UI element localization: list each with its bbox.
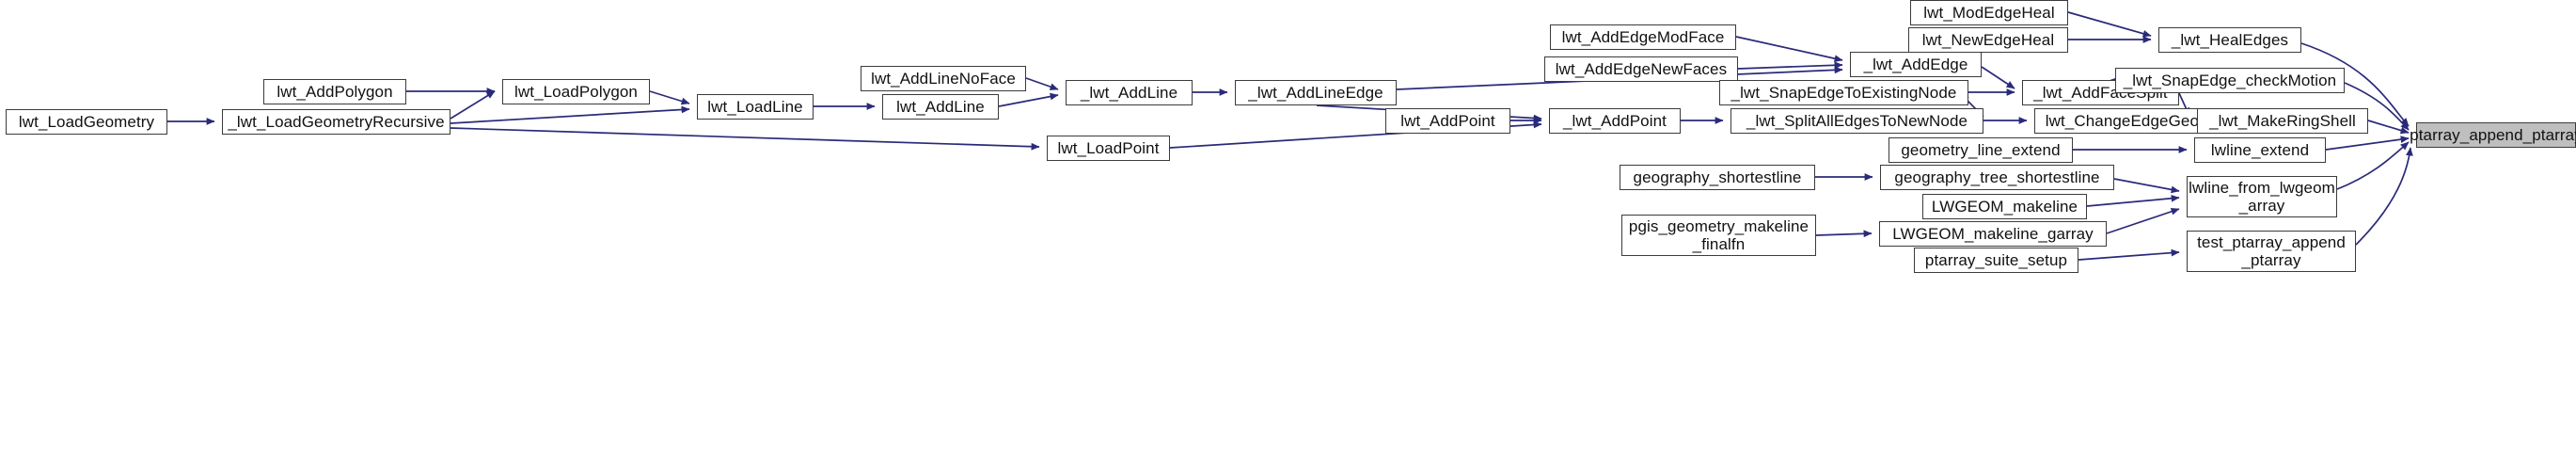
graph-node-label: _lwt_MakeRingShell xyxy=(2209,111,2356,130)
graph-node-label: lwt_LoadPoint xyxy=(1057,138,1160,157)
graph-node[interactable]: geometry_line_extend xyxy=(1889,137,2073,163)
graph-node[interactable]: _lwt_SnapEdgeToExistingNode xyxy=(1719,80,1968,105)
graph-node[interactable]: lwt_AddEdgeModFace xyxy=(1550,24,1736,50)
graph-node[interactable]: _lwt_AddLineEdge xyxy=(1235,80,1397,105)
graph-node[interactable]: geography_tree_shortestline xyxy=(1880,165,2114,190)
graph-node-label: lwt_AddEdgeModFace xyxy=(1561,27,1725,46)
graph-node[interactable]: LWGEOM_makeline xyxy=(1922,194,2087,219)
graph-node[interactable]: lwt_AddPolygon xyxy=(263,79,406,104)
graph-node[interactable]: lwt_ChangeEdgeGeom xyxy=(2034,108,2223,134)
graph-node-label: LWGEOM_makeline_garray xyxy=(1892,224,2094,243)
graph-node[interactable]: _lwt_HealEdges xyxy=(2158,27,2301,53)
graph-node-label: _lwt_HealEdges xyxy=(2171,30,2289,49)
graph-node-label: lwt_AddLineNoFace xyxy=(871,69,1016,88)
graph-node[interactable]: _lwt_SnapEdge_checkMotion xyxy=(2115,68,2345,93)
graph-node[interactable]: LWGEOM_makeline_garray xyxy=(1879,221,2107,247)
graph-node[interactable]: _lwt_AddPoint xyxy=(1549,108,1681,134)
graph-node-label: ptarray_suite_setup xyxy=(1924,250,2068,269)
graph-node[interactable]: ptarray_suite_setup xyxy=(1914,248,2078,273)
graph-node[interactable]: _lwt_AddLine xyxy=(1066,80,1193,105)
graph-node[interactable]: _lwt_SplitAllEdgesToNewNode xyxy=(1731,108,1983,134)
graph-node-label: lwt_LoadGeometry xyxy=(18,112,155,131)
graph-node-label: lwt_AddPolygon xyxy=(277,82,393,101)
graph-node-label: test_ptarray_append _ptarray xyxy=(2197,232,2346,269)
graph-node-label: lwt_ModEdgeHeal xyxy=(1923,3,2055,22)
graph-node-label: lwt_AddLine xyxy=(896,97,985,116)
graph-node-label: lwline_extend xyxy=(2210,140,2310,159)
graph-node-label: lwt_LoadPolygon xyxy=(514,82,638,101)
graph-node-label: _lwt_LoadGeometryRecursive xyxy=(228,112,445,131)
graph-node[interactable]: _lwt_MakeRingShell xyxy=(2197,108,2368,134)
graph-node-label: _lwt_AddEdge xyxy=(1863,55,1968,73)
graph-node[interactable]: lwt_LoadGeometry xyxy=(6,109,167,135)
graph-node[interactable]: lwt_LoadPolygon xyxy=(502,79,650,104)
graph-node-label: _lwt_SnapEdgeToExistingNode xyxy=(1731,83,1957,102)
graph-node-label: lwt_AddEdgeNewFaces xyxy=(1555,59,1728,78)
graph-node-label: lwt_ChangeEdgeGeom xyxy=(2045,111,2213,130)
graph-node-label: geography_tree_shortestline xyxy=(1894,168,2100,186)
graph-node[interactable]: lwt_ModEdgeHeal xyxy=(1910,0,2068,25)
graph-node[interactable]: lwline_from_lwgeom _array xyxy=(2187,176,2337,217)
graph-node-label: _lwt_AddLineEdge xyxy=(1248,83,1383,102)
graph-node-label: lwt_NewEdgeHeal xyxy=(1921,30,2055,49)
graph-node[interactable]: ptarray_append_ptarray xyxy=(2410,122,2576,148)
graph-node-label: _lwt_AddLine xyxy=(1080,83,1178,102)
graph-node[interactable]: _lwt_AddEdge xyxy=(1850,52,1982,77)
graph-node[interactable]: lwt_AddLine xyxy=(882,94,999,120)
graph-node[interactable]: _lwt_LoadGeometryRecursive xyxy=(222,109,450,135)
graph-node-label: lwt_LoadLine xyxy=(707,97,803,116)
graph-node[interactable]: pgis_geometry_makeline _finalfn xyxy=(1621,215,1816,256)
graph-node-label: ptarray_append_ptarray xyxy=(2410,125,2576,144)
graph-node[interactable]: lwt_AddEdgeNewFaces xyxy=(1544,56,1738,82)
graph-node[interactable]: test_ptarray_append _ptarray xyxy=(2187,231,2356,272)
graph-node-label: _lwt_SplitAllEdgesToNewNode xyxy=(1746,111,1968,130)
graph-node-label: lwt_AddPoint xyxy=(1400,111,1495,130)
graph-node[interactable]: lwt_LoadLine xyxy=(697,94,814,120)
graph-node-label: pgis_geometry_makeline _finalfn xyxy=(1628,216,1810,253)
graph-node[interactable]: lwt_LoadPoint xyxy=(1047,136,1170,161)
graph-node[interactable]: lwt_AddLineNoFace xyxy=(861,66,1026,91)
graph-node[interactable]: lwt_AddPoint xyxy=(1385,108,1510,134)
graph-node[interactable]: lwt_NewEdgeHeal xyxy=(1908,27,2068,53)
graph-node[interactable]: lwline_extend xyxy=(2194,137,2326,163)
graph-node-label: LWGEOM_makeline xyxy=(1931,197,2078,216)
graph-node[interactable]: geography_shortestline xyxy=(1620,165,1815,190)
graph-node-label: _lwt_SnapEdge_checkMotion xyxy=(2123,71,2337,89)
graph-node-label: geometry_line_extend xyxy=(1901,140,2061,159)
graph-node-label: geography_shortestline xyxy=(1633,168,1802,186)
graph-node-label: _lwt_AddPoint xyxy=(1563,111,1667,130)
graph-node-label: lwline_from_lwgeom _array xyxy=(2189,178,2335,215)
